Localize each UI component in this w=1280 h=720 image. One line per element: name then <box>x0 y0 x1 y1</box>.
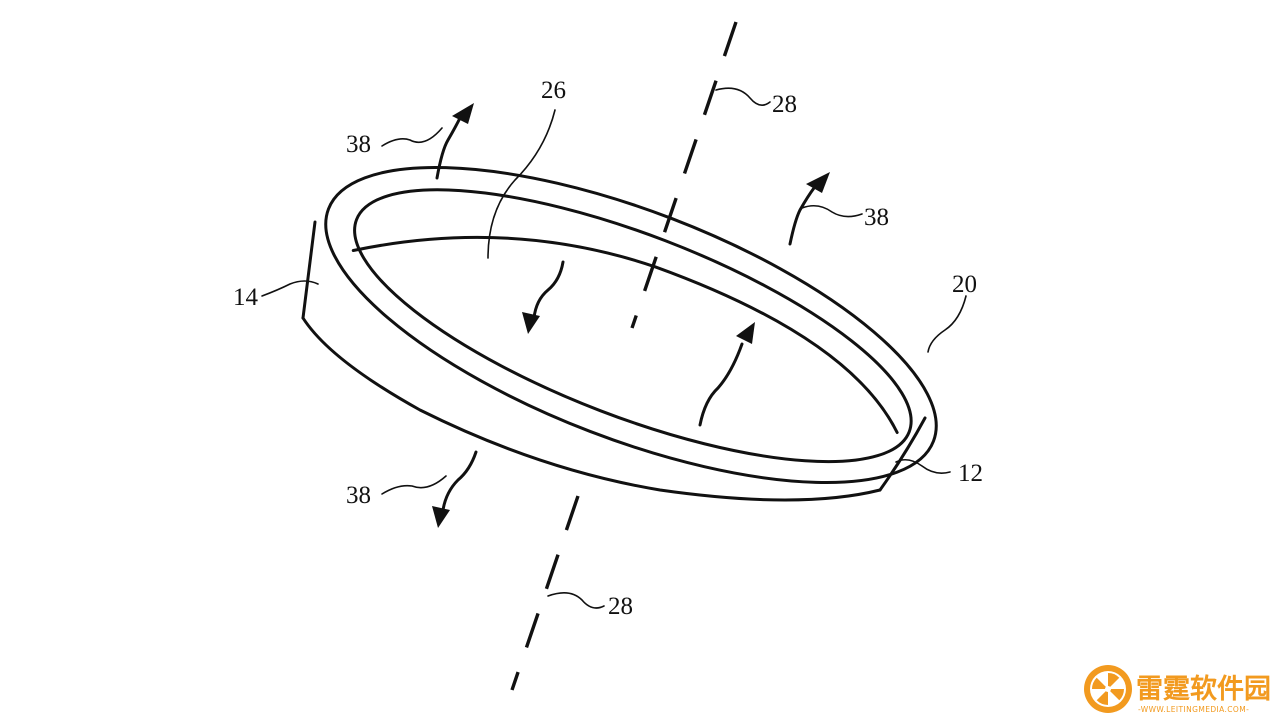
leader-top-edge <box>927 295 967 353</box>
orange-slice-logo <box>1084 665 1132 713</box>
watermark-url: -WWW.LEITINGMEDIA.COM- <box>1138 705 1249 714</box>
ring-wall-left-edge <box>301 220 317 320</box>
leader-interior <box>487 109 556 259</box>
ring-wall-bottom-edge <box>301 316 882 502</box>
label-flow-top-right: 38 <box>864 204 889 231</box>
label-axis-top: 28 <box>772 91 797 118</box>
leader-axis-bottom <box>547 592 605 609</box>
flow-arrow-bottom-left <box>432 450 478 528</box>
leader-flow-top-right <box>801 204 863 218</box>
label-top-edge: 20 <box>952 271 977 298</box>
rotation-axis-upper <box>630 21 738 329</box>
ring <box>324 165 938 485</box>
leader-outer-wall <box>261 280 319 297</box>
flow-arrow-top-left <box>435 103 474 180</box>
label-flow-top-left: 38 <box>346 131 371 158</box>
label-interior: 26 <box>541 77 566 104</box>
leader-ring-body <box>895 458 951 474</box>
flow-arrow-inner-up <box>698 322 755 427</box>
ring-top-inner-edge <box>353 188 913 464</box>
label-ring-body: 12 <box>958 460 983 487</box>
label-outer-wall: 14 <box>233 284 259 311</box>
watermark-brand: 雷霆软件园 <box>1136 674 1271 705</box>
label-flow-bottom-left: 38 <box>346 482 371 509</box>
ring-top-outer-edge <box>324 165 938 485</box>
leader-flow-bottom-left <box>381 475 447 495</box>
watermark: 雷霆软件园 -WWW.LEITINGMEDIA.COM- <box>1084 665 1271 714</box>
leader-flow-top-left <box>381 127 443 147</box>
rotation-axis-lower <box>510 495 580 691</box>
ring-interior-rim <box>351 235 899 435</box>
flow-arrow-top-right <box>788 172 830 246</box>
flow-arrow-inner-down <box>522 260 565 334</box>
leader-axis-top <box>715 87 771 106</box>
label-axis-bottom: 28 <box>608 593 633 620</box>
ring-wall-right-edge <box>878 416 927 492</box>
